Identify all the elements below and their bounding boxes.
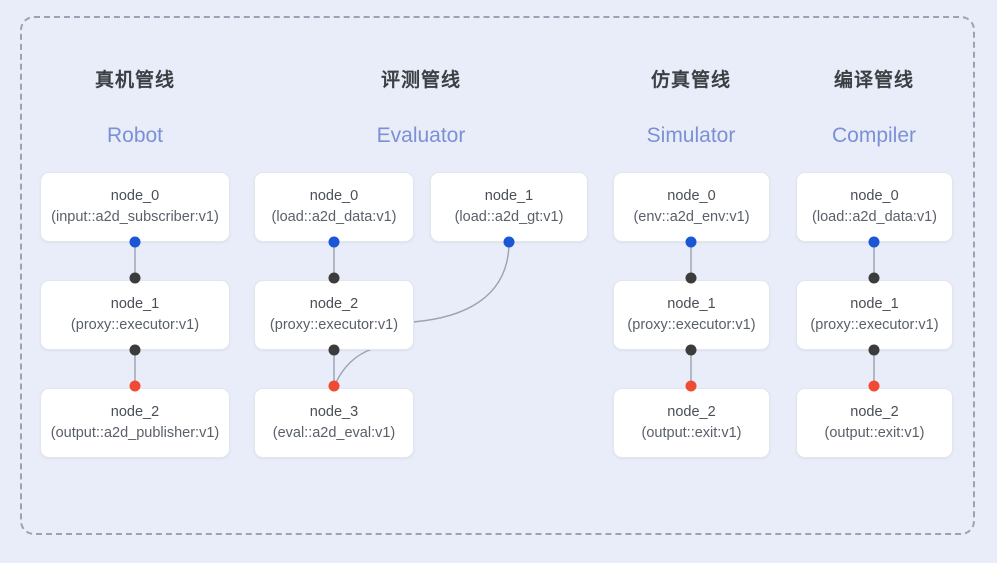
node-name: node_2 xyxy=(667,403,716,420)
node-evaluator-2[interactable]: node_2 (proxy::executor:v1) xyxy=(254,280,414,350)
port-input-evaluator-0[interactable] xyxy=(328,236,340,248)
node-spec: (eval::a2d_eval:v1) xyxy=(272,425,396,441)
port-input-evaluator-1-gt[interactable] xyxy=(503,236,515,248)
port-middle-compiler-1-top[interactable] xyxy=(868,272,880,284)
port-middle-simulator-1-top[interactable] xyxy=(685,272,697,284)
column-title-en-evaluator: Evaluator xyxy=(376,124,466,147)
node-evaluator-1-gt[interactable]: node_1 (load::a2d_gt:v1) xyxy=(430,172,588,242)
node-robot-2[interactable]: node_2 (output::a2d_publisher:v1) xyxy=(40,388,230,458)
port-middle-robot-1-top[interactable] xyxy=(129,272,141,284)
port-middle-robot-1-bottom[interactable] xyxy=(129,344,141,356)
column-title-cn-simulator: 仿真管线 xyxy=(650,70,731,91)
node-name: node_3 xyxy=(309,403,359,420)
node-name: node_2 xyxy=(850,403,899,420)
node-spec: (output::exit:v1) xyxy=(641,425,742,441)
node-spec: (proxy::executor:v1) xyxy=(269,317,399,333)
node-name: node_0 xyxy=(110,187,160,204)
node-spec: (input::a2d_subscriber:v1) xyxy=(51,209,219,225)
port-output-evaluator-3[interactable] xyxy=(328,380,340,392)
node-spec: (env::a2d_env:v1) xyxy=(633,209,750,225)
node-spec: (proxy::executor:v1) xyxy=(70,317,200,333)
node-spec: (load::a2d_data:v1) xyxy=(271,209,397,225)
node-name: node_0 xyxy=(850,187,899,204)
node-compiler-1[interactable]: node_1 (proxy::executor:v1) xyxy=(796,280,953,350)
node-simulator-2[interactable]: node_2 (output::exit:v1) xyxy=(613,388,770,458)
node-robot-1[interactable]: node_1 (proxy::executor:v1) xyxy=(40,280,230,350)
column-title-en-compiler: Compiler xyxy=(831,124,917,147)
node-robot-0[interactable]: node_0 (input::a2d_subscriber:v1) xyxy=(40,172,230,242)
port-input-compiler-0[interactable] xyxy=(868,236,880,248)
node-name: node_0 xyxy=(667,187,716,204)
node-spec: (load::a2d_gt:v1) xyxy=(454,209,564,225)
node-name: node_1 xyxy=(110,295,160,312)
node-name: node_2 xyxy=(309,295,359,312)
port-output-robot-2[interactable] xyxy=(129,380,141,392)
port-output-simulator-2[interactable] xyxy=(685,380,697,392)
node-evaluator-0[interactable]: node_0 (load::a2d_data:v1) xyxy=(254,172,414,242)
node-evaluator-3[interactable]: node_3 (eval::a2d_eval:v1) xyxy=(254,388,414,458)
column-title-cn-robot: 真机管线 xyxy=(94,70,175,91)
column-title-en-robot: Robot xyxy=(106,124,164,147)
node-compiler-0[interactable]: node_0 (load::a2d_data:v1) xyxy=(796,172,953,242)
node-name: node_1 xyxy=(850,295,899,312)
port-input-robot-0[interactable] xyxy=(129,236,141,248)
port-output-compiler-2[interactable] xyxy=(868,380,880,392)
node-spec: (output::exit:v1) xyxy=(824,425,925,441)
port-middle-simulator-1-bottom[interactable] xyxy=(685,344,697,356)
port-middle-compiler-1-bottom[interactable] xyxy=(868,344,880,356)
node-spec: (proxy::executor:v1) xyxy=(810,317,939,333)
node-spec: (output::a2d_publisher:v1) xyxy=(50,425,220,441)
node-name: node_1 xyxy=(667,295,716,312)
node-simulator-1[interactable]: node_1 (proxy::executor:v1) xyxy=(613,280,770,350)
node-name: node_0 xyxy=(309,187,359,204)
node-name: node_2 xyxy=(110,403,160,420)
column-title-cn-compiler: 编译管线 xyxy=(833,70,914,91)
node-simulator-0[interactable]: node_0 (env::a2d_env:v1) xyxy=(613,172,770,242)
port-middle-evaluator-2-bottom[interactable] xyxy=(328,344,340,356)
node-spec: (load::a2d_data:v1) xyxy=(812,209,937,225)
node-compiler-2[interactable]: node_2 (output::exit:v1) xyxy=(796,388,953,458)
column-title-cn-evaluator: 评测管线 xyxy=(380,70,461,91)
column-title-en-simulator: Simulator xyxy=(646,124,736,147)
node-name: node_1 xyxy=(484,187,534,204)
node-spec: (proxy::executor:v1) xyxy=(627,317,756,333)
port-middle-evaluator-2-top[interactable] xyxy=(328,272,340,284)
port-input-simulator-0[interactable] xyxy=(685,236,697,248)
